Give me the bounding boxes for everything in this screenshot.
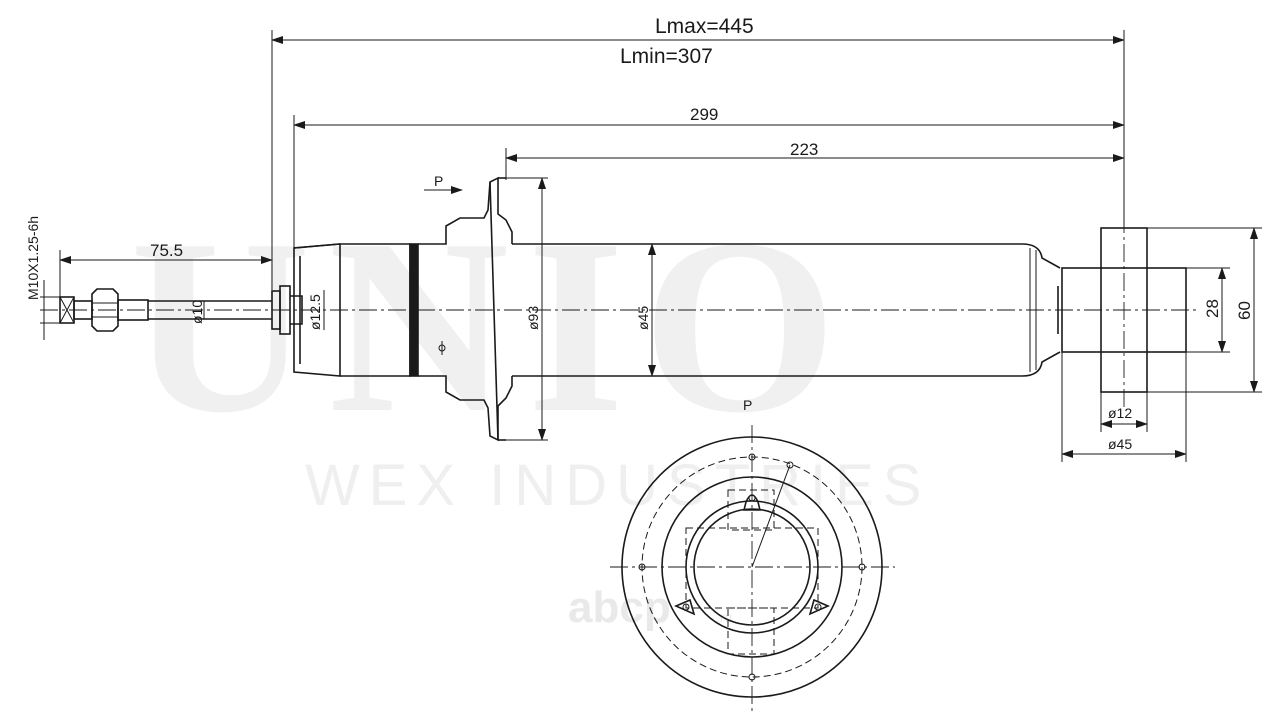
- watermark: UNIO WEX INDUSTRIES abcp .ru: [130, 188, 931, 632]
- section-label: P: [743, 397, 752, 413]
- top-cap: [293, 243, 419, 377]
- lmax-label: Lmax=445: [655, 15, 754, 38]
- dimensions: Lmax=445 Lmin=307 299 223 75.5 M10X1.25-…: [25, 15, 1262, 462]
- side-view: P: [40, 173, 1200, 442]
- thread-label: M10X1.25-6h: [25, 216, 41, 300]
- view-arrow-label: P: [434, 173, 443, 189]
- tube-length-label: 223: [790, 140, 818, 159]
- mount-plate: [418, 176, 513, 442]
- watermark-site: abcp: [568, 583, 671, 632]
- outer-tube: [512, 243, 1061, 377]
- section-view-p: P: [610, 397, 895, 712]
- eye-diameter-label: ø45: [1108, 436, 1132, 452]
- eye-width-label: 60: [1235, 301, 1254, 320]
- rod-length-label: 75.5: [150, 241, 183, 260]
- tube-diameter-label: ø45: [635, 306, 651, 330]
- lmin-label: Lmin=307: [620, 45, 713, 68]
- view-arrow-p: P: [424, 173, 463, 194]
- piston-rod: [148, 285, 303, 335]
- mount-diameter-label: ø93: [525, 306, 541, 330]
- body-length-label: 299: [690, 105, 718, 124]
- lower-eye-mount: [1061, 215, 1187, 410]
- rod-diameter-label: ø10: [189, 300, 205, 324]
- collar-diameter-label: ø12.5: [307, 294, 323, 330]
- watermark-company: WEX INDUSTRIES: [305, 453, 931, 518]
- watermark-brand: UNIO: [130, 188, 855, 465]
- rod-thread-end: [59, 288, 149, 332]
- bushing-height-label: 28: [1203, 299, 1222, 318]
- bolt-diameter-label: ø12: [1108, 405, 1132, 421]
